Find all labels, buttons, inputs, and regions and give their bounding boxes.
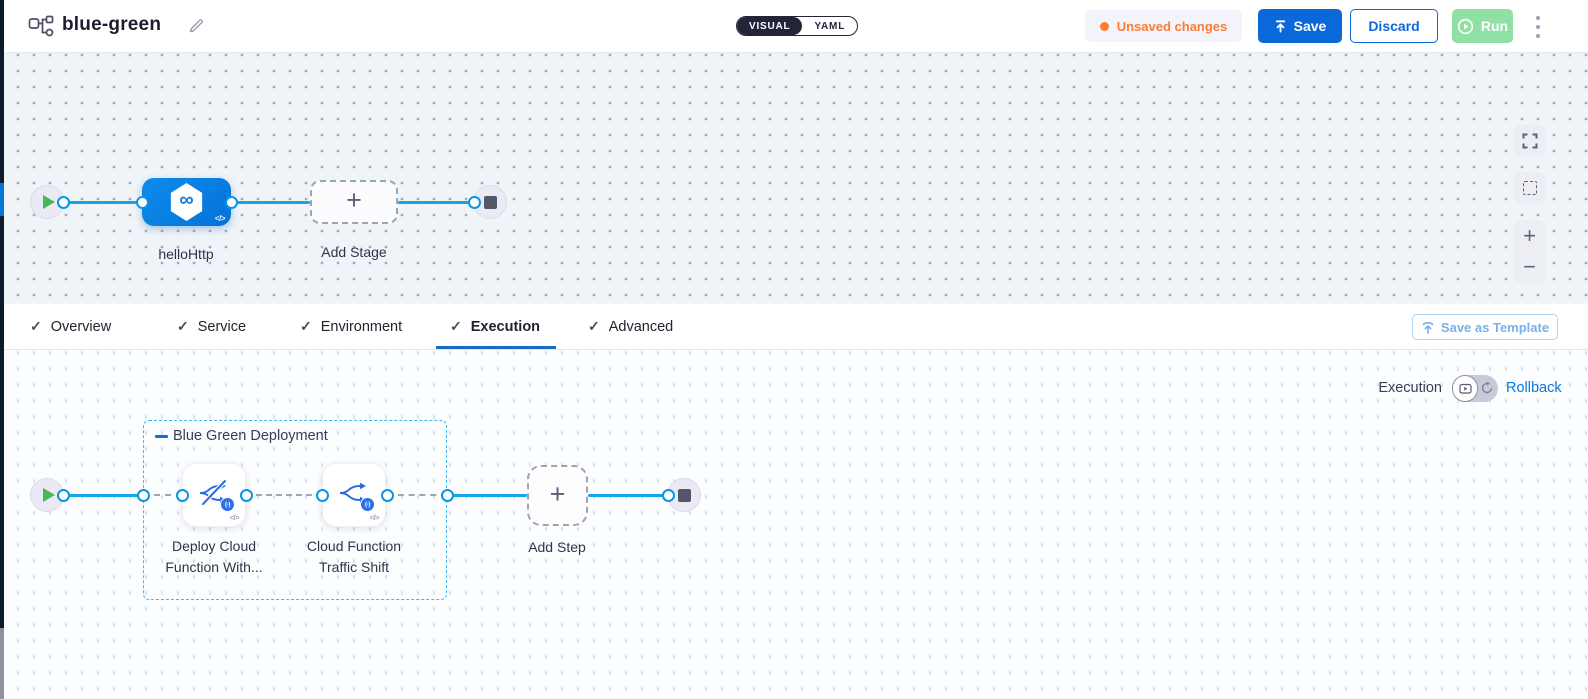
tab-advanced[interactable]: ✓ Advanced (588, 318, 674, 335)
zoom-in-button[interactable]: + (1523, 222, 1536, 248)
start-play-icon (43, 488, 55, 502)
zoom-out-button[interactable]: − (1523, 254, 1536, 280)
execution-mode-thumb[interactable] (1452, 375, 1478, 402)
edit-title-icon[interactable] (188, 17, 205, 39)
toggle-visual[interactable]: VISUAL (737, 17, 803, 35)
execution-mode-label: Execution (1378, 380, 1442, 396)
save-as-template-button[interactable]: Save as Template (1412, 314, 1558, 340)
zoom-controls: + − (1513, 220, 1546, 283)
add-step-button[interactable]: + (527, 465, 588, 526)
connector-port[interactable] (135, 195, 149, 209)
header: blue-green VISUAL YAML Unsaved changes S… (0, 0, 1588, 53)
save-button[interactable]: Save (1258, 9, 1342, 43)
unsaved-changes-label: Unsaved changes (1116, 18, 1228, 34)
edge-dashed (387, 494, 447, 496)
edge (63, 201, 142, 204)
edge-dashed (143, 494, 182, 496)
active-tab-underline (436, 346, 556, 349)
connector-port[interactable] (440, 488, 454, 502)
edge (588, 494, 668, 497)
code-tag-icon: </> (229, 513, 240, 522)
step-name-label: Deploy Cloud Function With... (165, 538, 263, 575)
serverless-stage-icon: ∞ (170, 183, 203, 221)
rollback-link[interactable]: Rollback (1506, 380, 1562, 396)
connector-port[interactable] (224, 195, 238, 209)
code-tag-icon: </> (369, 513, 380, 522)
stop-square-icon (677, 488, 691, 502)
visual-yaml-toggle: VISUAL YAML (736, 16, 859, 36)
page-title: blue-green (62, 14, 162, 35)
connector-port[interactable] (175, 488, 189, 502)
edge (447, 494, 527, 497)
stage-name-label: helloHttp (158, 246, 214, 262)
marquee-icon (1522, 180, 1537, 195)
execution-mode-icon (1458, 383, 1472, 394)
connector-port[interactable] (56, 488, 70, 502)
group-collapse-icon[interactable] (155, 434, 168, 438)
save-button-label: Save (1293, 18, 1327, 34)
run-play-icon (1457, 18, 1473, 34)
cloud-function-badge-icon: (-) (220, 497, 235, 512)
tab-execution[interactable]: ✓ Execution (450, 318, 541, 335)
connector-port[interactable] (467, 195, 481, 209)
step-name-label: Cloud Function Traffic Shift (306, 538, 402, 575)
tab-overview[interactable]: ✓ Overview (30, 318, 112, 335)
check-icon: ✓ (177, 318, 189, 334)
step-deploy-cloud-function[interactable]: (-) </> (182, 463, 246, 527)
unsaved-changes-badge: Unsaved changes (1085, 10, 1242, 42)
connector-port[interactable] (661, 488, 675, 502)
execution-start-node (30, 478, 64, 512)
marquee-select-button[interactable] (1513, 172, 1546, 203)
run-button-label: Run (1480, 18, 1509, 34)
plus-icon: + (549, 478, 566, 509)
start-play-icon (43, 195, 55, 209)
cloud-function-badge-icon: (-) (360, 497, 375, 512)
fullscreen-button[interactable] (1513, 125, 1546, 156)
execution-rollback-toggle[interactable] (1452, 375, 1498, 402)
rail-scroll-indicator (0, 628, 4, 699)
check-icon: ✓ (588, 318, 600, 334)
save-upload-icon (1275, 20, 1285, 33)
step-traffic-shift[interactable]: (-) </> (322, 463, 386, 527)
edge (63, 494, 143, 497)
toggle-yaml[interactable]: YAML (814, 20, 846, 32)
left-nav-rail (0, 0, 4, 699)
edge (231, 201, 310, 204)
check-icon: ✓ (30, 318, 42, 334)
edge (398, 201, 474, 204)
stage-tabbar: ✓ Overview ✓ Service ✓ Environment ✓ Exe… (0, 304, 1588, 350)
connector-port[interactable] (136, 488, 150, 502)
check-icon: ✓ (300, 318, 312, 334)
fullscreen-icon (1522, 133, 1537, 148)
stage-node-hellohttp[interactable]: ∞ </> (142, 178, 231, 226)
connector-port[interactable] (380, 488, 394, 502)
tab-environment[interactable]: ✓ Environment (300, 318, 403, 335)
step-group-blue-green[interactable] (143, 420, 447, 600)
plus-icon: + (346, 185, 362, 215)
template-upload-icon (1422, 321, 1434, 334)
check-icon: ✓ (450, 318, 462, 334)
discard-button[interactable]: Discard (1350, 9, 1438, 43)
execution-canvas: Execution Rollback Blue Green Deployment (0, 350, 1588, 699)
discard-button-label: Discard (1368, 18, 1420, 34)
stage-canvas: ∞ </> helloHttp + Add Stage + − (0, 53, 1588, 304)
tab-service[interactable]: ✓ Service (177, 318, 247, 335)
pipeline-icon (28, 15, 54, 43)
connector-port[interactable] (315, 488, 329, 502)
run-button[interactable]: Run (1452, 9, 1513, 43)
add-stage-button[interactable]: + (310, 180, 398, 224)
unsaved-dot-icon (1099, 21, 1109, 31)
stop-square-icon (483, 195, 497, 209)
rail-active-indicator (0, 183, 4, 216)
connector-port[interactable] (56, 195, 70, 209)
add-stage-label: Add Stage (321, 244, 387, 260)
connector-port[interactable] (239, 488, 253, 502)
rollback-mode-icon[interactable] (1480, 381, 1494, 400)
more-options-icon[interactable] (1532, 16, 1544, 38)
code-tag-icon: </> (214, 214, 226, 223)
add-step-label: Add Step (528, 539, 586, 555)
step-group-label: Blue Green Deployment (155, 428, 328, 444)
edge-dashed (246, 494, 322, 496)
